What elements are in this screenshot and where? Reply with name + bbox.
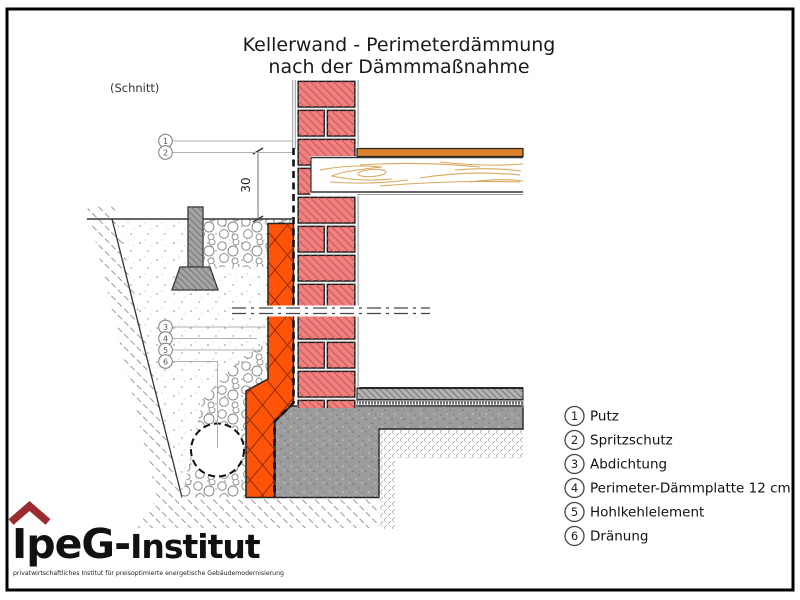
dimension-tick-bottom — [252, 215, 264, 223]
callout-4-num: 4 — [163, 334, 168, 343]
soil-wedge-left — [87, 206, 182, 498]
gravel-top-band — [204, 219, 292, 267]
logo-part1: IpeG- — [12, 520, 130, 568]
legend-item-5: 5 Hohlkehlelement — [564, 501, 704, 523]
legend-item-1: 1 Putz — [564, 405, 619, 427]
waterproofing-dashed-line — [273, 148, 295, 497]
logo-tagline: privatwirtschaftliches Institut für prei… — [13, 570, 284, 577]
legend-num-4: 4 — [571, 481, 578, 495]
legend-item-3: 3 Abdichtung — [564, 453, 667, 475]
callout-bubbles: 1 2 3 4 5 6 — [158, 133, 173, 369]
leader-6 — [172, 361, 218, 448]
wood-grain — [319, 161, 524, 187]
dimension-30: 30 — [239, 147, 264, 223]
callout-2-num: 2 — [163, 148, 168, 157]
section-break — [232, 305, 430, 317]
callout-2: 2 — [158, 145, 173, 160]
edge-post-hatch — [188, 207, 203, 268]
logo: IpeG-Institut privatwirtschaftliches Ins… — [8, 501, 284, 577]
footing-texture — [275, 406, 523, 498]
screed-hatch — [357, 388, 523, 400]
page-title-line2: nach der Dämmmaßnahme — [268, 56, 529, 78]
dimension-value: 30 — [239, 177, 253, 192]
legend-num-2: 2 — [571, 433, 578, 447]
perimeter-insulation — [245, 148, 295, 499]
title-block: Kellerwand - Perimeterdämmung nach der D… — [110, 34, 555, 95]
legend-label-4: Perimeter-Dämmplatte 12 cm — [590, 481, 791, 497]
edge-post-base-hatch — [172, 267, 218, 290]
legend-label-5: Hohlkehlelement — [590, 505, 704, 521]
legend-item-2: 2 Spritzschutz — [564, 429, 673, 451]
callout-3-num: 3 — [163, 323, 168, 332]
callout-1-num: 1 — [163, 137, 168, 146]
legend-item-4: 4 Perimeter-Dämmplatte 12 cm — [564, 477, 791, 499]
impact-insulation-layer — [356, 399, 524, 408]
page-border — [5, 7, 795, 592]
legend-num-5: 5 — [571, 505, 578, 519]
legend-num-1: 1 — [571, 409, 578, 423]
logo-roof-icon — [8, 501, 51, 525]
logo-wordmark: IpeG-Institut — [12, 520, 261, 568]
beam-pocket — [310, 156, 523, 196]
break-band — [232, 305, 430, 317]
legend-item-6: 6 Dränung — [564, 525, 648, 547]
logo-part2: Institut — [130, 527, 261, 566]
floor-screed-band — [356, 147, 524, 158]
legend-label-1: Putz — [590, 409, 619, 425]
callout-5-num: 5 — [163, 346, 168, 355]
legend-num-6: 6 — [571, 529, 578, 543]
masonry-wall — [292, 80, 360, 408]
subsoil-under-slab — [379, 429, 523, 529]
legend: 1 Putz 2 Spritzschutz 3 Abdichtung 4 Per… — [564, 405, 791, 547]
backfill-sand — [112, 219, 292, 498]
legend-label-6: Dränung — [590, 529, 648, 545]
brick-wall — [297, 80, 356, 408]
insulation-hatch — [246, 223, 294, 498]
legend-label-3: Abdichtung — [590, 457, 667, 473]
page-title-line1: Kellerwand - Perimeterdämmung — [243, 34, 556, 56]
legend-num-3: 3 — [571, 457, 578, 471]
callout-6: 6 — [158, 354, 173, 369]
soil-under-excavation — [137, 497, 379, 528]
section-label: (Schnitt) — [110, 81, 159, 95]
callout-leaders — [172, 140, 292, 448]
callout-3: 3 — [158, 319, 173, 335]
interior-floor-layers — [356, 387, 524, 408]
callout-6-num: 6 — [163, 357, 168, 366]
ground-floor-assembly — [310, 147, 524, 196]
legend-label-2: Spritzschutz — [590, 433, 673, 449]
